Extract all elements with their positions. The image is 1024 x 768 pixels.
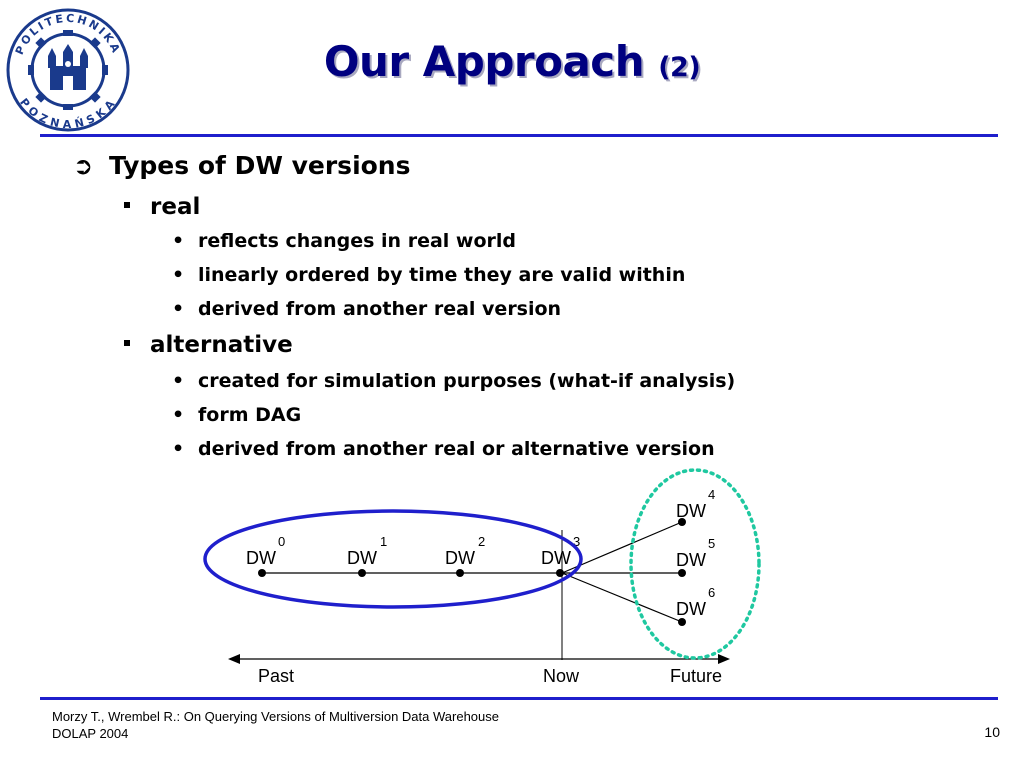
list-item: •derived from another real or alternativ… xyxy=(172,438,715,460)
group-real: real xyxy=(124,192,200,222)
version-node xyxy=(456,569,464,577)
version-node xyxy=(678,569,686,577)
version-sup-dw2: 2 xyxy=(478,534,485,549)
version-sup-dw6: 6 xyxy=(708,585,715,600)
list-item: •linearly ordered by time they are valid… xyxy=(172,264,686,286)
footer-venue: DOLAP 2004 xyxy=(52,726,129,741)
branch-line-dw6 xyxy=(561,572,683,623)
real-versions-ellipse xyxy=(203,509,583,609)
axis-label-future: Future xyxy=(670,666,722,686)
dot-bullet-icon: • xyxy=(172,230,185,252)
group-label: real xyxy=(150,194,201,220)
list-item: •reflects changes in real world xyxy=(172,230,516,252)
axis-left-arrow-icon xyxy=(228,654,240,664)
version-label-dw5: DW xyxy=(676,550,706,570)
version-label-dw3: DW xyxy=(541,548,571,568)
footer-citation: Morzy T., Wrembel R.: On Querying Versio… xyxy=(52,709,499,724)
dot-bullet-icon: • xyxy=(172,298,185,320)
version-node xyxy=(258,569,266,577)
heading-bullet: ➲ Types of DW versions xyxy=(73,148,411,184)
heading-text: Types of DW versions xyxy=(109,151,411,180)
title-main: Our Approach xyxy=(323,37,645,86)
version-label-dw4: DW xyxy=(676,501,706,521)
list-item: •created for simulation purposes (what-i… xyxy=(172,370,736,392)
axis-right-arrow-icon xyxy=(718,654,730,664)
list-item: •derived from another real version xyxy=(172,298,562,320)
dot-bullet-icon: • xyxy=(172,438,185,460)
version-sup-dw5: 5 xyxy=(708,536,715,551)
version-node xyxy=(678,518,686,526)
version-label-dw1: DW xyxy=(347,548,377,568)
version-label-dw2: DW xyxy=(445,548,475,568)
dot-bullet-icon: • xyxy=(172,370,185,392)
version-label-dw0: DW xyxy=(246,548,276,568)
square-bullet-icon xyxy=(124,201,130,208)
page-number: 10 xyxy=(984,724,1000,740)
version-node xyxy=(678,618,686,626)
version-label-dw6: DW xyxy=(676,599,706,619)
square-bullet-icon xyxy=(124,339,130,346)
version-sup-dw4: 4 xyxy=(708,487,715,502)
university-crest-logo: POLITECHNIKA POZNAŃSKA xyxy=(6,8,130,132)
top-rule xyxy=(40,134,998,137)
title-number: (2) xyxy=(658,52,701,83)
group-alternative: alternative xyxy=(124,330,293,360)
dot-bullet-icon: • xyxy=(172,404,185,426)
branch-line-dw4 xyxy=(561,521,683,574)
version-diagram: DW 0 DW 1 DW 2 DW 3 DW 4 DW 5 DW 6 Past … xyxy=(203,468,761,686)
group-label: alternative xyxy=(150,332,293,358)
footer: Morzy T., Wrembel R.: On Querying Versio… xyxy=(52,708,499,742)
version-node xyxy=(358,569,366,577)
bottom-rule xyxy=(40,697,998,700)
arrow-bullet-icon: ➲ xyxy=(73,152,94,180)
version-node xyxy=(556,569,564,577)
version-sup-dw0: 0 xyxy=(278,534,285,549)
list-item: •form DAG xyxy=(172,404,302,426)
axis-label-past: Past xyxy=(258,666,294,686)
version-sup-dw3: 3 xyxy=(573,534,580,549)
slide-title: Our Approach (2) xyxy=(0,32,1024,98)
dot-bullet-icon: • xyxy=(172,264,185,286)
alternative-versions-ellipse xyxy=(629,468,761,660)
version-sup-dw1: 1 xyxy=(380,534,387,549)
axis-label-now: Now xyxy=(543,666,580,686)
